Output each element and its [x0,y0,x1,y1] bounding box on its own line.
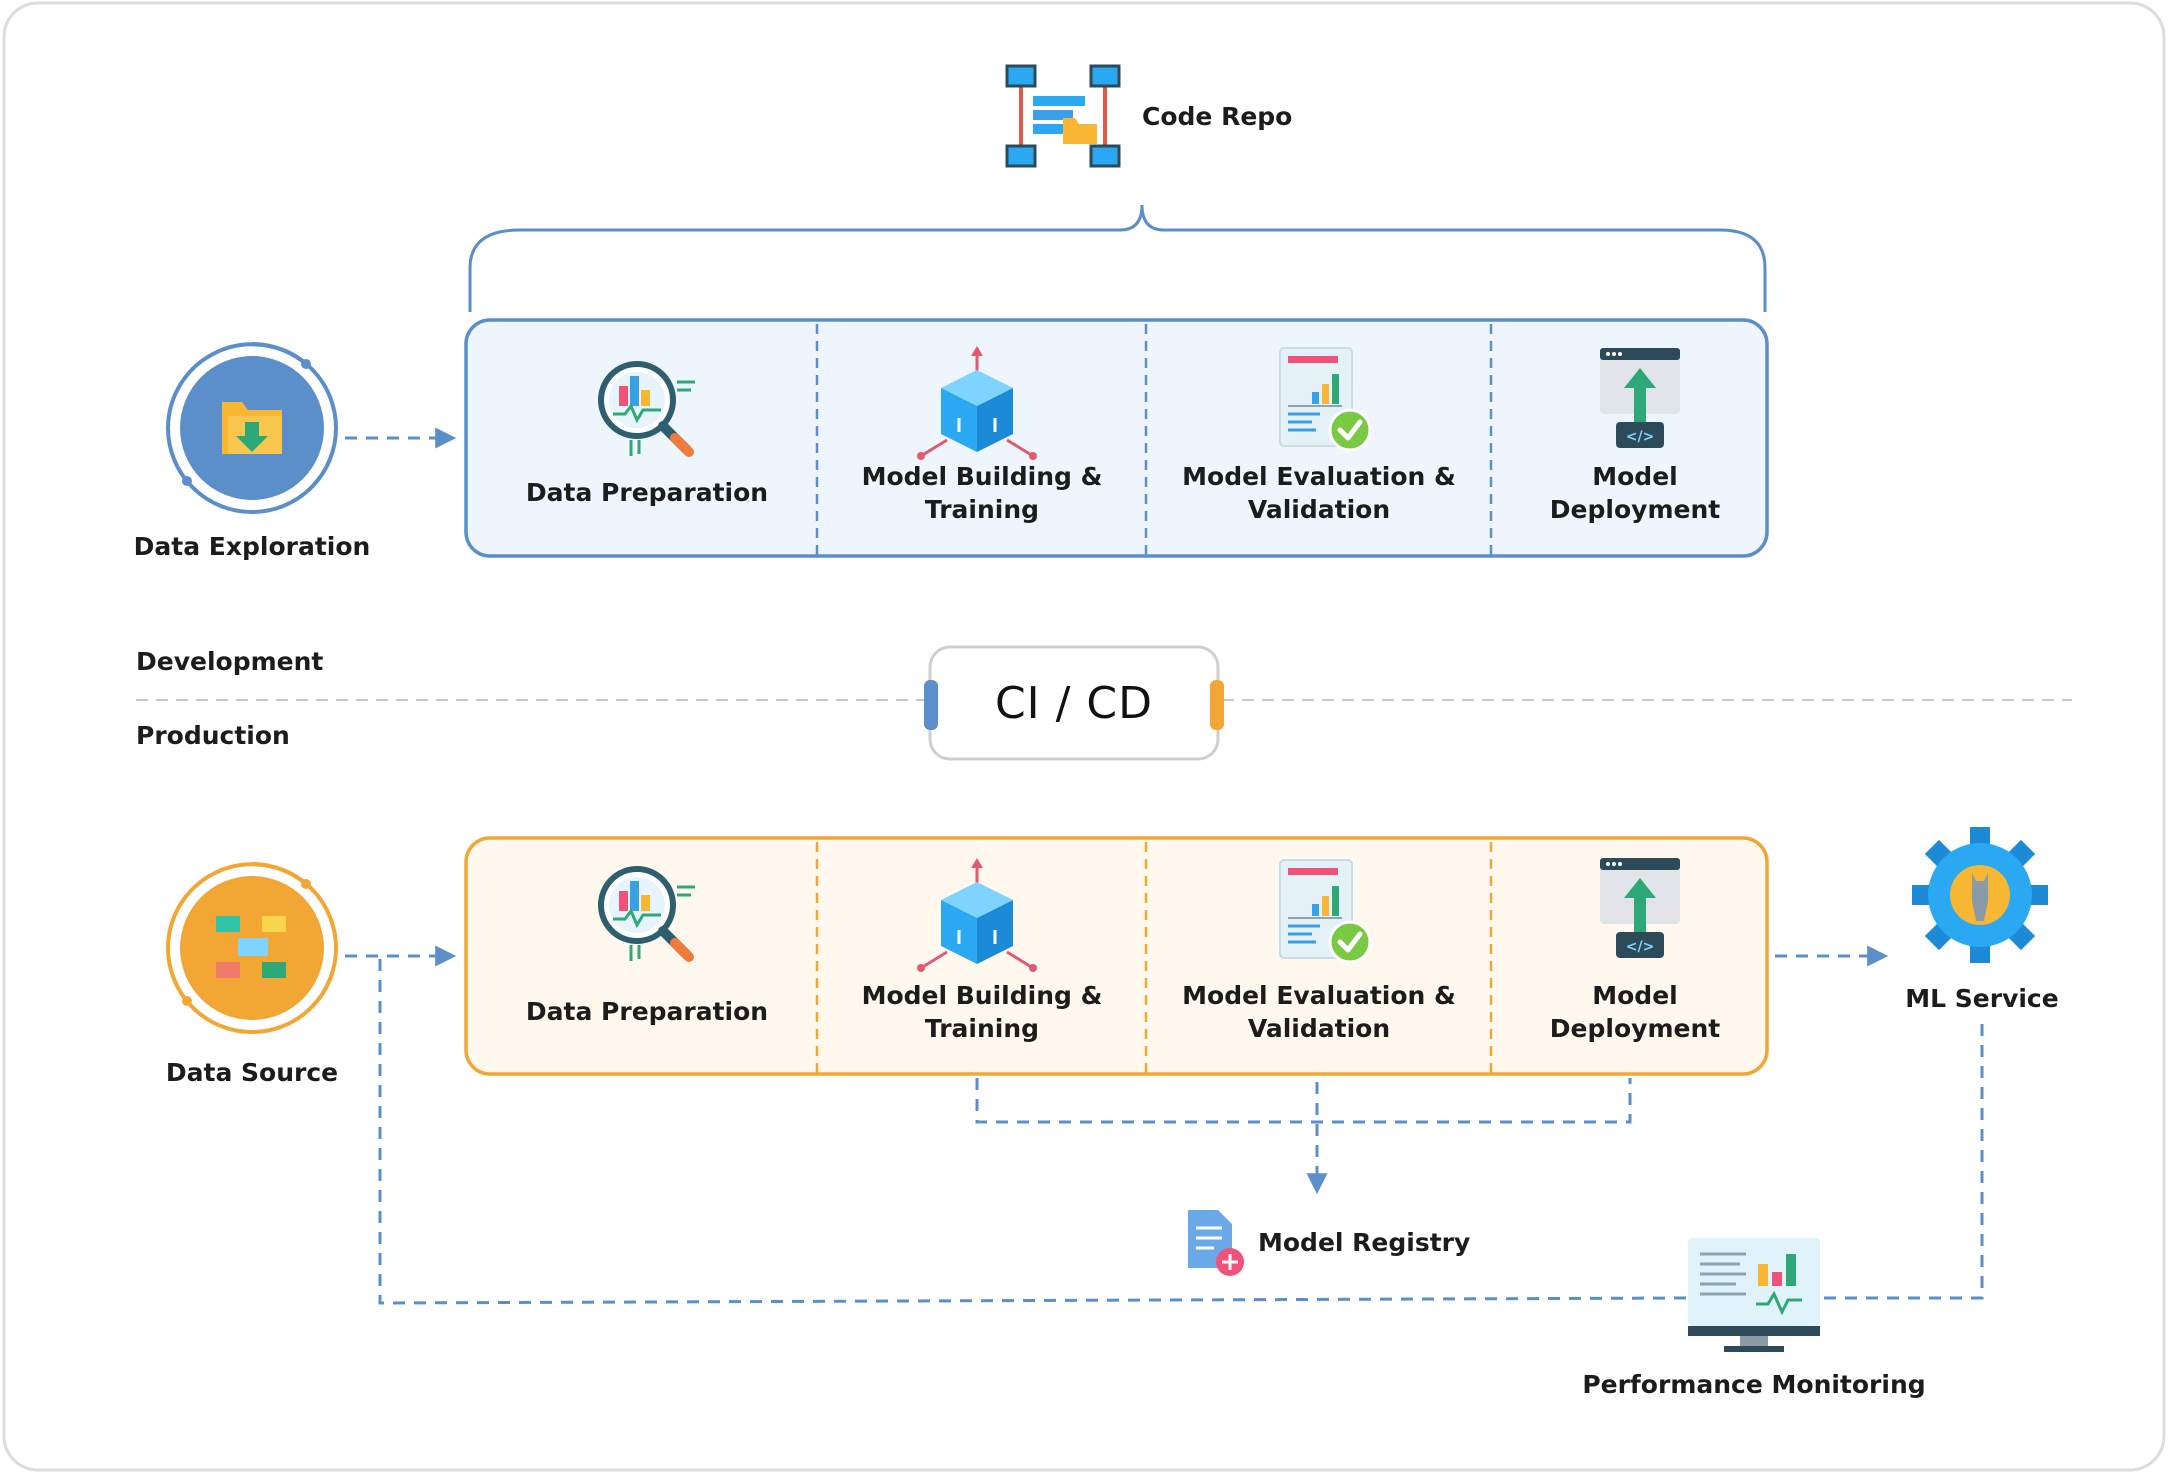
dev-stage-3-line1: Model Evaluation & [1182,462,1456,491]
dev-stage-2-line1: Model Building & [861,462,1103,491]
data-blocks-icon [166,862,338,1034]
development-section-label: Development [136,647,324,676]
prod-stage-4-line2: Deployment [1549,1014,1721,1043]
performance-monitoring-label: Performance Monitoring [1582,1370,1926,1399]
prod-stage-3-label: Model Evaluation & Validation [1156,979,1482,1045]
gear-wrench-icon [1912,827,2048,963]
document-plus-icon [1188,1210,1244,1276]
dev-stage-4-label: Model Deployment [1500,460,1770,526]
dev-stage-4-line2: Deployment [1549,495,1721,524]
data-exploration-label: Data Exploration [133,532,371,561]
prod-stage-4-line1: Model [1592,981,1678,1010]
dev-stage-1-line1: Data Preparation [525,478,769,507]
dev-stage-4-line1: Model [1592,462,1678,491]
dev-stage-1-label: Data Preparation [492,476,802,509]
prod-stage-2-line2: Training [924,1014,1040,1043]
development-pipeline-box [464,318,1769,558]
code-repo-label: Code Repo [1142,102,1293,131]
data-source-label: Data Source [165,1058,339,1087]
code-repo-brace [468,204,1767,312]
mlservice-to-monitoring-connector [1822,1024,1984,1300]
prod-to-registry-connector [975,1078,1632,1124]
prod-stage-3-line1: Model Evaluation & [1182,981,1456,1010]
production-pipeline-box [464,836,1769,1076]
cicd-label: CI / CD [994,677,1154,729]
monitor-chart-icon [1688,1238,1820,1352]
folder-download-icon [166,342,338,514]
model-registry-label: Model Registry [1258,1228,1471,1257]
dev-stage-2-line2: Training [924,495,1040,524]
prod-stage-1-line1: Data Preparation [525,997,769,1026]
code-repo-icon [1005,64,1121,168]
monitoring-to-source-feedback [378,956,1687,1305]
prod-stage-4-label: Model Deployment [1500,979,1770,1045]
prod-stage-2-line1: Model Building & [861,981,1103,1010]
dev-stage-3-label: Model Evaluation & Validation [1156,460,1482,526]
prod-stage-2-label: Model Building & Training [827,979,1137,1045]
ml-service-label: ML Service [1905,984,2059,1013]
prod-stage-3-line2: Validation [1247,1014,1391,1043]
production-section-label: Production [136,721,290,750]
dev-stage-2-label: Model Building & Training [827,460,1137,526]
prod-stage-1-label: Data Preparation [492,995,802,1028]
dev-stage-3-line2: Validation [1247,495,1391,524]
